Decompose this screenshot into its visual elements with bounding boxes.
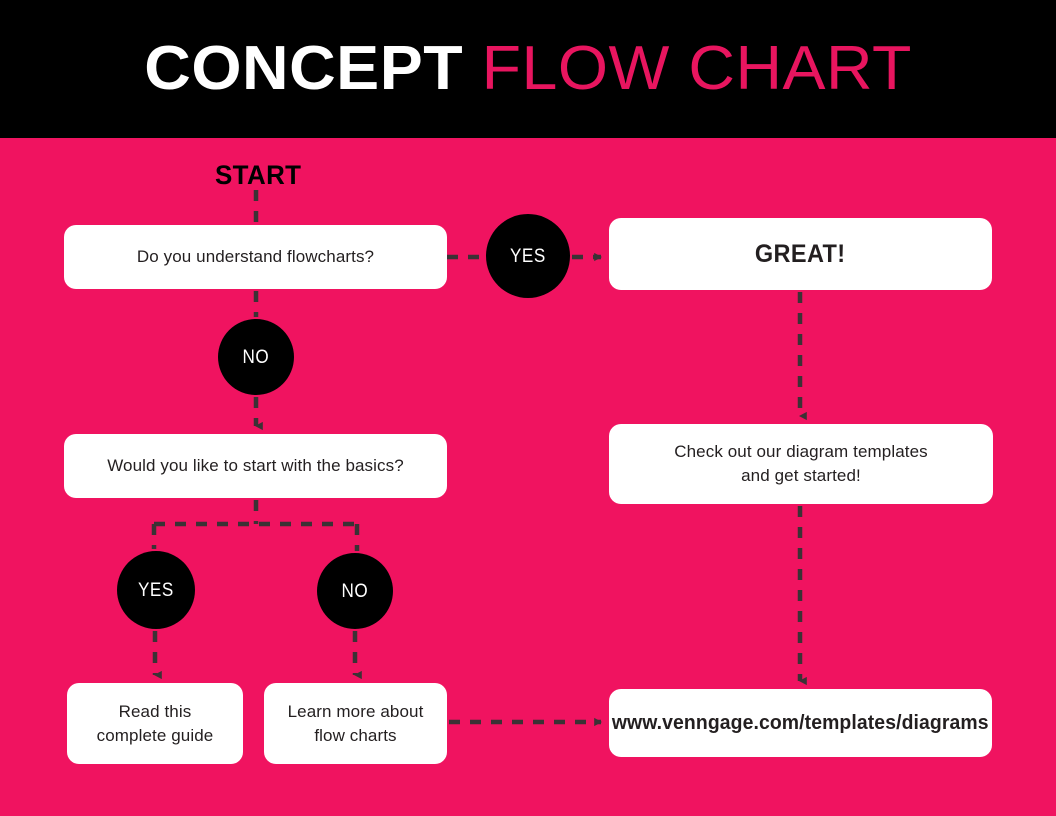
node-question-start-with-basics[interactable]: Would you like to start with the basics?	[64, 434, 447, 498]
decision-label: NO	[341, 580, 369, 602]
node-label: Learn more about flow charts	[287, 701, 424, 745]
node-label: Would you like to start with the basics?	[107, 456, 404, 475]
node-label: www.venngage.com/templates/diagrams	[612, 712, 989, 734]
node-label: Check out our diagram templates and get …	[674, 442, 928, 485]
node-label: Read this complete guide	[96, 701, 214, 745]
page-title-strong: CONCEPT	[144, 34, 464, 103]
decision-no-understand-flowcharts[interactable]: NO	[218, 319, 294, 395]
decision-label: YES	[138, 579, 174, 601]
node-venngage-url[interactable]: www.venngage.com/templates/diagrams	[609, 689, 992, 757]
node-great[interactable]: GREAT!	[609, 218, 992, 290]
node-label: GREAT!	[755, 240, 846, 268]
decision-yes-start-with-basics[interactable]: YES	[117, 551, 195, 629]
decision-label: NO	[242, 346, 270, 368]
flowchart-canvas: START Do you understand flowcharts? GREA…	[0, 138, 1056, 816]
node-learn-more-flow-charts[interactable]: Learn more about flow charts	[264, 683, 447, 764]
decision-label: YES	[510, 245, 546, 267]
node-read-complete-guide[interactable]: Read this complete guide	[67, 683, 243, 764]
node-label: Do you understand flowcharts?	[136, 247, 375, 266]
decision-no-start-with-basics[interactable]: NO	[317, 553, 393, 629]
title-banner: CONCEPT FLOW CHART	[0, 0, 1056, 138]
node-check-diagram-templates[interactable]: Check out our diagram templates and get …	[609, 424, 993, 504]
node-question-understand-flowcharts[interactable]: Do you understand flowcharts?	[64, 225, 447, 289]
page-title: CONCEPT FLOW CHART	[144, 38, 912, 100]
start-label: START	[215, 160, 302, 190]
page-title-accent: FLOW CHART	[481, 34, 912, 103]
decision-yes-understand-flowcharts[interactable]: YES	[486, 214, 570, 298]
